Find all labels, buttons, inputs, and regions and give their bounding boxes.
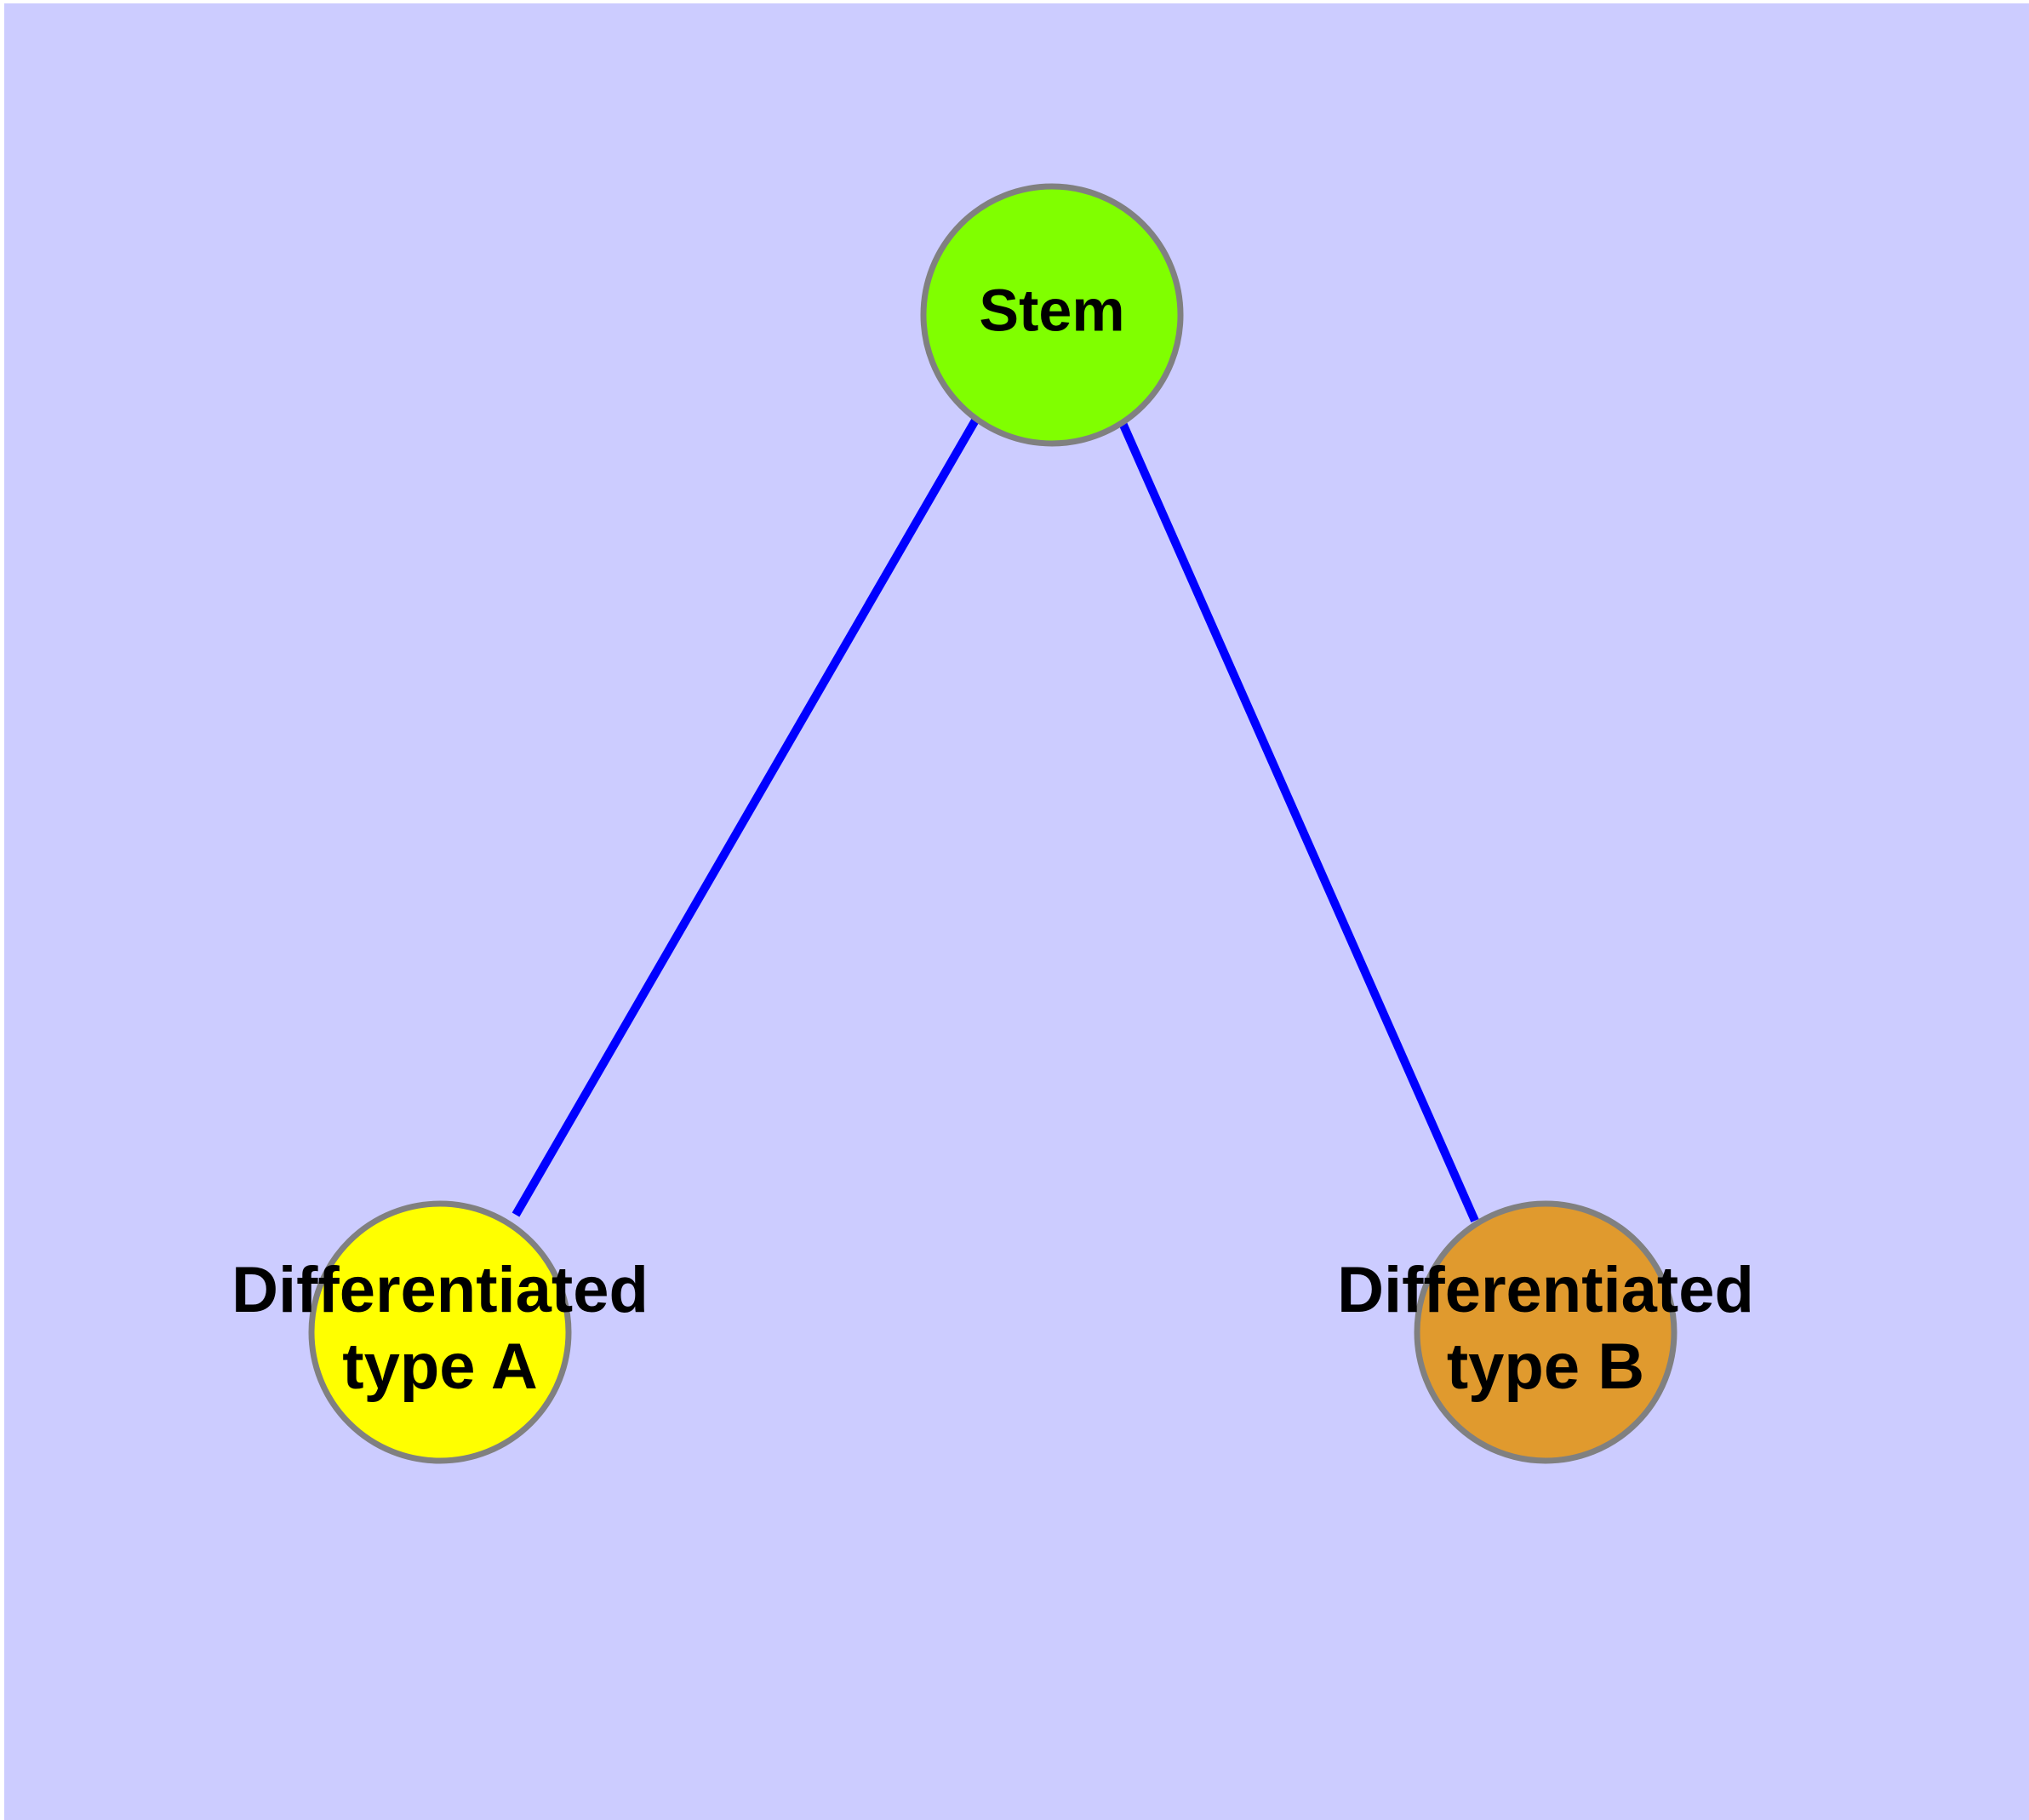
node-layer: Stem Differentiated type A Differentiate… <box>231 183 1754 1464</box>
diff-a-node-label-line1: Differentiated <box>231 1254 649 1326</box>
diff-a-node-label-line2: type A <box>342 1331 537 1403</box>
diff-a-node-circle[interactable] <box>308 1200 572 1464</box>
edge-layer <box>512 416 1479 1223</box>
stem-node-circle[interactable] <box>920 183 1184 447</box>
diff-b-node-label-line2: type B <box>1447 1331 1644 1403</box>
node-stem[interactable]: Stem <box>920 183 1184 447</box>
edge-stem-to-diff-a[interactable] <box>512 416 980 1217</box>
diff-b-node-label-line1: Differentiated <box>1337 1254 1754 1326</box>
edge-stem-to-diff-b[interactable] <box>1118 421 1479 1223</box>
node-diff-a[interactable]: Differentiated type A <box>231 1200 649 1464</box>
diff-b-node-circle[interactable] <box>1414 1200 1677 1464</box>
stem-node-label: Stem <box>979 277 1124 343</box>
node-diff-b[interactable]: Differentiated type B <box>1337 1200 1754 1464</box>
